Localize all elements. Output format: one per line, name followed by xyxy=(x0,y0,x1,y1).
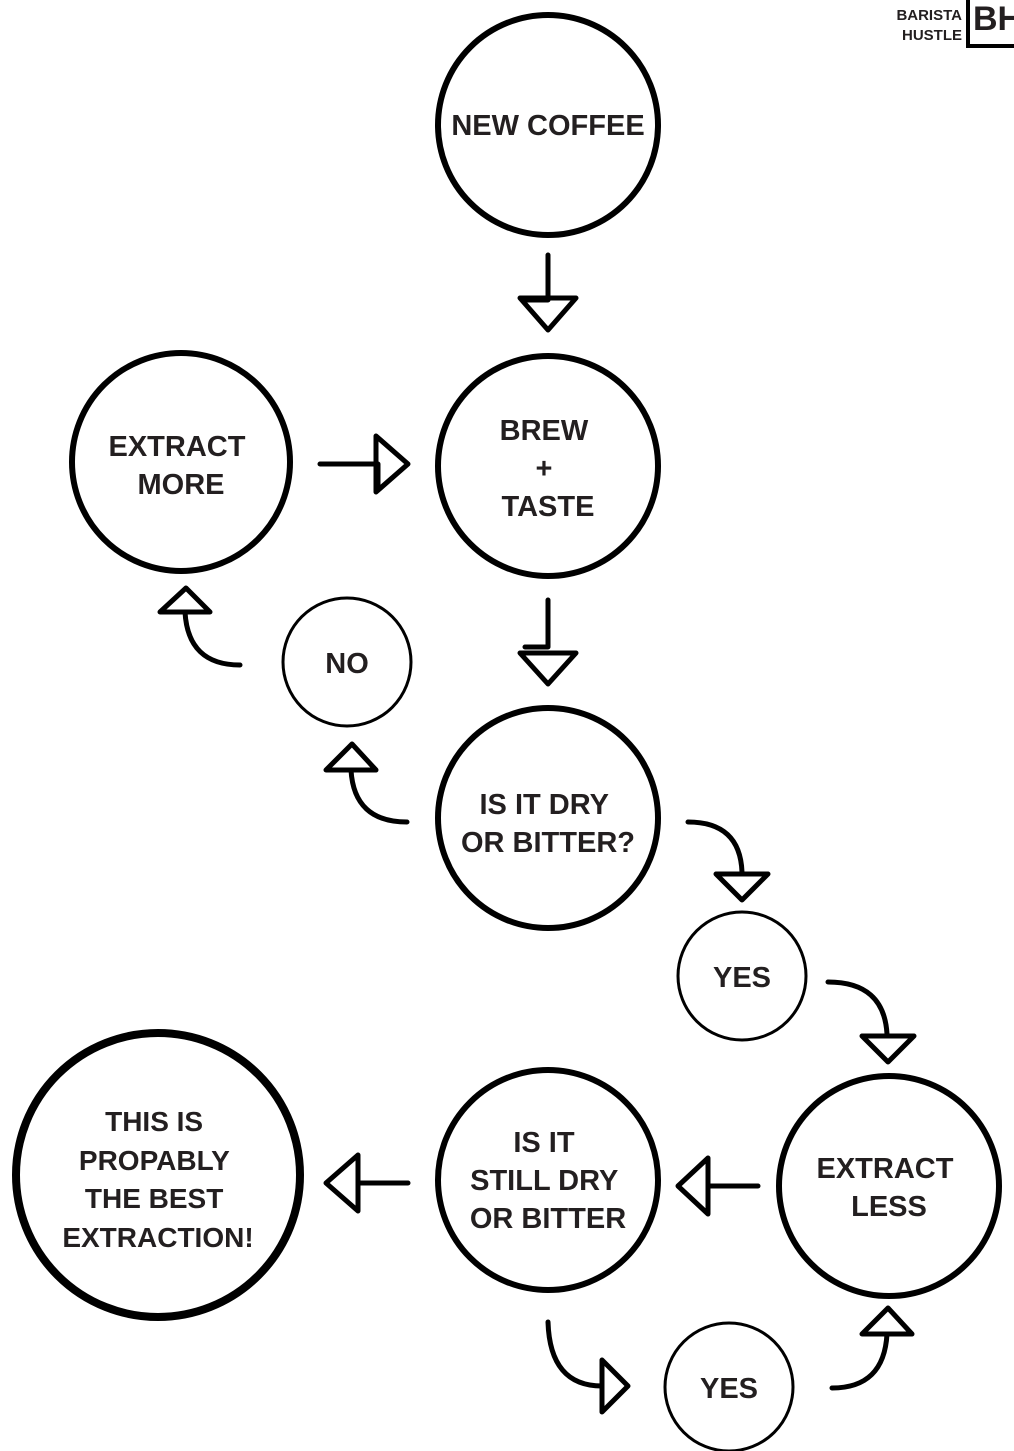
node-yes-2: YES xyxy=(663,1321,795,1451)
node-still-dry-line-2: STILL DRY xyxy=(470,1165,618,1197)
node-still-dry-ring xyxy=(435,1067,661,1293)
arrow-question-to-no-shaft xyxy=(348,767,410,825)
node-dry-or-bitter-line-1: IS IT DRY xyxy=(480,789,609,821)
node-extract-more: EXTRACT MORE xyxy=(69,350,293,574)
node-dry-or-bitter-label: IS IT DRY OR BITTER? xyxy=(461,789,635,859)
node-best-extraction: THIS IS PROPABLY THE BEST EXTRACTION! xyxy=(12,1029,304,1321)
node-best-extraction-ring xyxy=(12,1029,304,1321)
node-brew-taste: BREW + TASTE xyxy=(435,353,661,579)
node-best-extraction-line-4: EXTRACTION! xyxy=(62,1222,253,1253)
node-best-extraction-line-2: PROPABLY xyxy=(79,1145,230,1176)
node-brew-taste-ring xyxy=(435,353,661,579)
node-brew-taste-line-1: BREW xyxy=(500,415,589,447)
node-best-extraction-label: THIS IS PROPABLY THE BEST EXTRACTION! xyxy=(62,1106,253,1253)
arrow-question-to-no xyxy=(323,741,410,825)
arrow-extract-less-to-still-dry xyxy=(675,1155,761,1217)
node-yes-1-ring xyxy=(676,910,808,1042)
node-extract-more-label: EXTRACT MORE xyxy=(108,431,253,501)
node-brew-taste-line-3: TASTE xyxy=(502,491,595,523)
node-no-ring xyxy=(281,596,413,728)
logo-line-barista: BARISTA xyxy=(896,7,962,24)
node-extract-less-ring xyxy=(776,1073,1002,1299)
node-extract-less-label: EXTRACT LESS xyxy=(816,1153,961,1223)
arrow-yes-to-extract-less-return-shaft xyxy=(829,1331,890,1391)
node-brew-taste-line-2: + xyxy=(536,453,553,485)
logo-frame xyxy=(966,0,1014,48)
node-still-dry: IS IT STILL DRY OR BITTER xyxy=(435,1067,661,1293)
arrow-new-coffee-to-brew-head xyxy=(517,295,579,333)
node-dry-or-bitter: IS IT DRY OR BITTER? xyxy=(435,705,661,931)
node-new-coffee-line-1: NEW COFFEE xyxy=(451,110,644,142)
node-yes-2-ring xyxy=(663,1321,795,1451)
arrow-still-dry-to-yes xyxy=(545,1319,631,1415)
node-still-dry-label: IS IT STILL DRY OR BITTER xyxy=(470,1127,626,1235)
arrow-brew-to-question-shaft xyxy=(522,597,551,650)
arrow-question-to-yes-head xyxy=(713,871,771,903)
logo-mark: BH xyxy=(973,0,1014,38)
logo-line-hustle: HUSTLE xyxy=(902,27,962,44)
node-best-extraction-line-3: THE BEST xyxy=(85,1183,223,1214)
node-yes-2-label: YES xyxy=(700,1373,758,1405)
arrow-yes-to-extract-less xyxy=(825,979,917,1065)
node-extract-less: EXTRACT LESS xyxy=(776,1073,1002,1299)
arrow-new-coffee-to-brew xyxy=(517,252,579,333)
arrow-brew-to-question xyxy=(517,597,579,687)
arrow-yes-to-extract-less-return-head xyxy=(859,1305,915,1337)
node-yes-2-line-1: YES xyxy=(700,1373,758,1405)
arrow-yes-to-extract-less-shaft xyxy=(825,979,890,1037)
arrow-still-dry-to-best-head xyxy=(323,1152,361,1214)
arrow-yes-to-extract-less-return xyxy=(829,1305,915,1391)
arrow-no-to-extract-more xyxy=(157,585,243,668)
node-new-coffee-label: NEW COFFEE xyxy=(451,110,644,142)
arrow-extract-more-to-brew-head xyxy=(373,433,411,495)
arrow-question-to-yes xyxy=(685,819,771,903)
arrow-question-to-yes-shaft xyxy=(685,819,745,875)
node-extract-less-line-1: EXTRACT xyxy=(816,1153,953,1185)
node-dry-or-bitter-ring xyxy=(435,705,661,931)
arrow-question-to-no-head xyxy=(323,741,379,773)
node-new-coffee-ring xyxy=(435,12,661,238)
node-yes-1: YES xyxy=(676,910,808,1042)
arrow-extract-less-to-still-dry-head xyxy=(675,1155,711,1217)
node-still-dry-line-1: IS IT xyxy=(513,1127,575,1159)
node-dry-or-bitter-line-2: OR BITTER? xyxy=(461,827,635,859)
node-extract-less-line-2: LESS xyxy=(851,1191,927,1223)
node-no-label: NO xyxy=(325,648,369,680)
arrow-extract-more-to-brew-shaft xyxy=(317,461,381,493)
barista-hustle-logo: BARISTA HUSTLE BH xyxy=(896,0,1014,48)
arrow-no-to-extract-more-head xyxy=(157,585,213,615)
arrow-still-dry-to-best xyxy=(323,1152,411,1214)
arrow-still-dry-to-yes-head xyxy=(599,1357,631,1415)
arrow-yes-to-extract-less-head xyxy=(859,1033,917,1065)
arrow-extract-more-to-brew xyxy=(317,433,411,495)
node-yes-1-line-1: YES xyxy=(713,962,771,994)
node-brew-taste-label: BREW + TASTE xyxy=(500,415,597,523)
arrow-no-to-extract-more-shaft xyxy=(182,609,243,668)
node-new-coffee: NEW COFFEE xyxy=(435,12,661,238)
node-best-extraction-line-1: THIS IS xyxy=(105,1106,203,1137)
node-yes-1-label: YES xyxy=(713,962,771,994)
node-still-dry-line-3: OR BITTER xyxy=(470,1203,626,1235)
arrow-still-dry-to-yes-shaft xyxy=(545,1319,605,1389)
node-extract-more-line-2: MORE xyxy=(138,469,225,501)
arrow-new-coffee-to-brew-shaft xyxy=(522,252,551,303)
node-no: NO xyxy=(281,596,413,728)
node-extract-more-line-1: EXTRACT xyxy=(108,431,245,463)
node-extract-more-ring xyxy=(69,350,293,574)
arrow-brew-to-question-head xyxy=(517,650,579,687)
node-no-line-1: NO xyxy=(325,648,369,680)
